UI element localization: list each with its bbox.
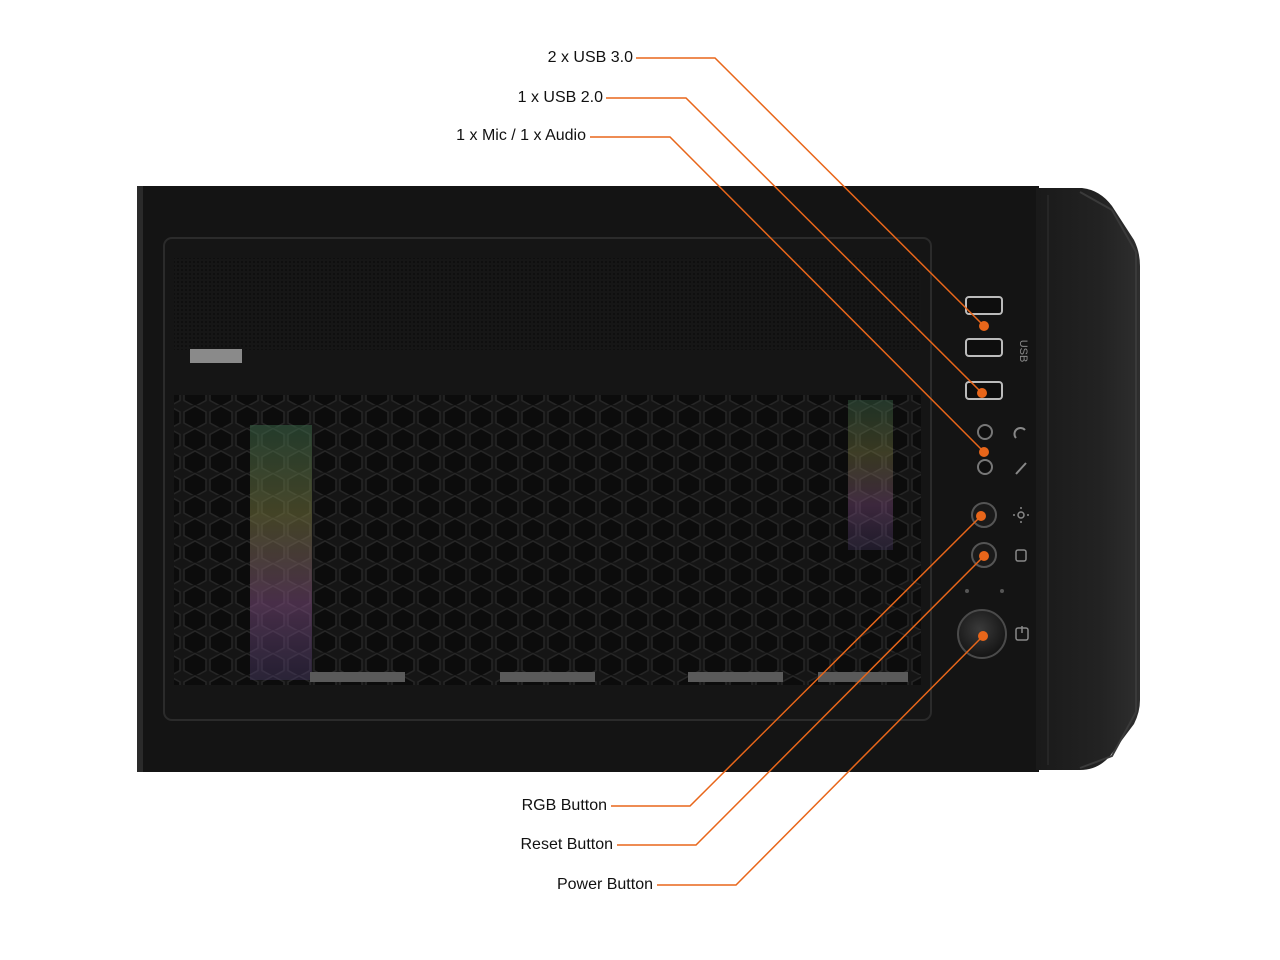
usb3-leader: [636, 57, 985, 327]
microphone-icon: [1015, 462, 1027, 475]
usb2-label: 1 x USB 2.0: [517, 89, 603, 106]
rgb-leader: [611, 515, 982, 807]
callout-dots: [976, 321, 989, 641]
headphone-icon: [1013, 427, 1026, 439]
rgb-sun-icon: [1013, 507, 1029, 523]
power-leader: [657, 635, 984, 886]
audio-label: 1 x Mic / 1 x Audio: [456, 127, 586, 144]
usb3-port-1: [965, 296, 1003, 315]
reset-button-label: Reset Button: [520, 836, 614, 853]
usb2-leader: [606, 97, 983, 394]
usb-print: USB: [1017, 340, 1029, 363]
power-icon: [1015, 626, 1029, 641]
mic-jack: [977, 459, 993, 475]
audio-jack: [977, 424, 993, 440]
reset-leader: [617, 555, 985, 846]
rgb-button-label: RGB Button: [521, 797, 607, 814]
usb3-port-2: [965, 338, 1003, 357]
usb3-label: 2 x USB 3.0: [547, 49, 633, 66]
mesh-panel: [163, 237, 932, 721]
reset-icon: [1015, 549, 1027, 562]
audio-leader: [590, 136, 985, 453]
leader-lines: [590, 57, 985, 886]
power-button-label: Power Button: [556, 876, 653, 893]
